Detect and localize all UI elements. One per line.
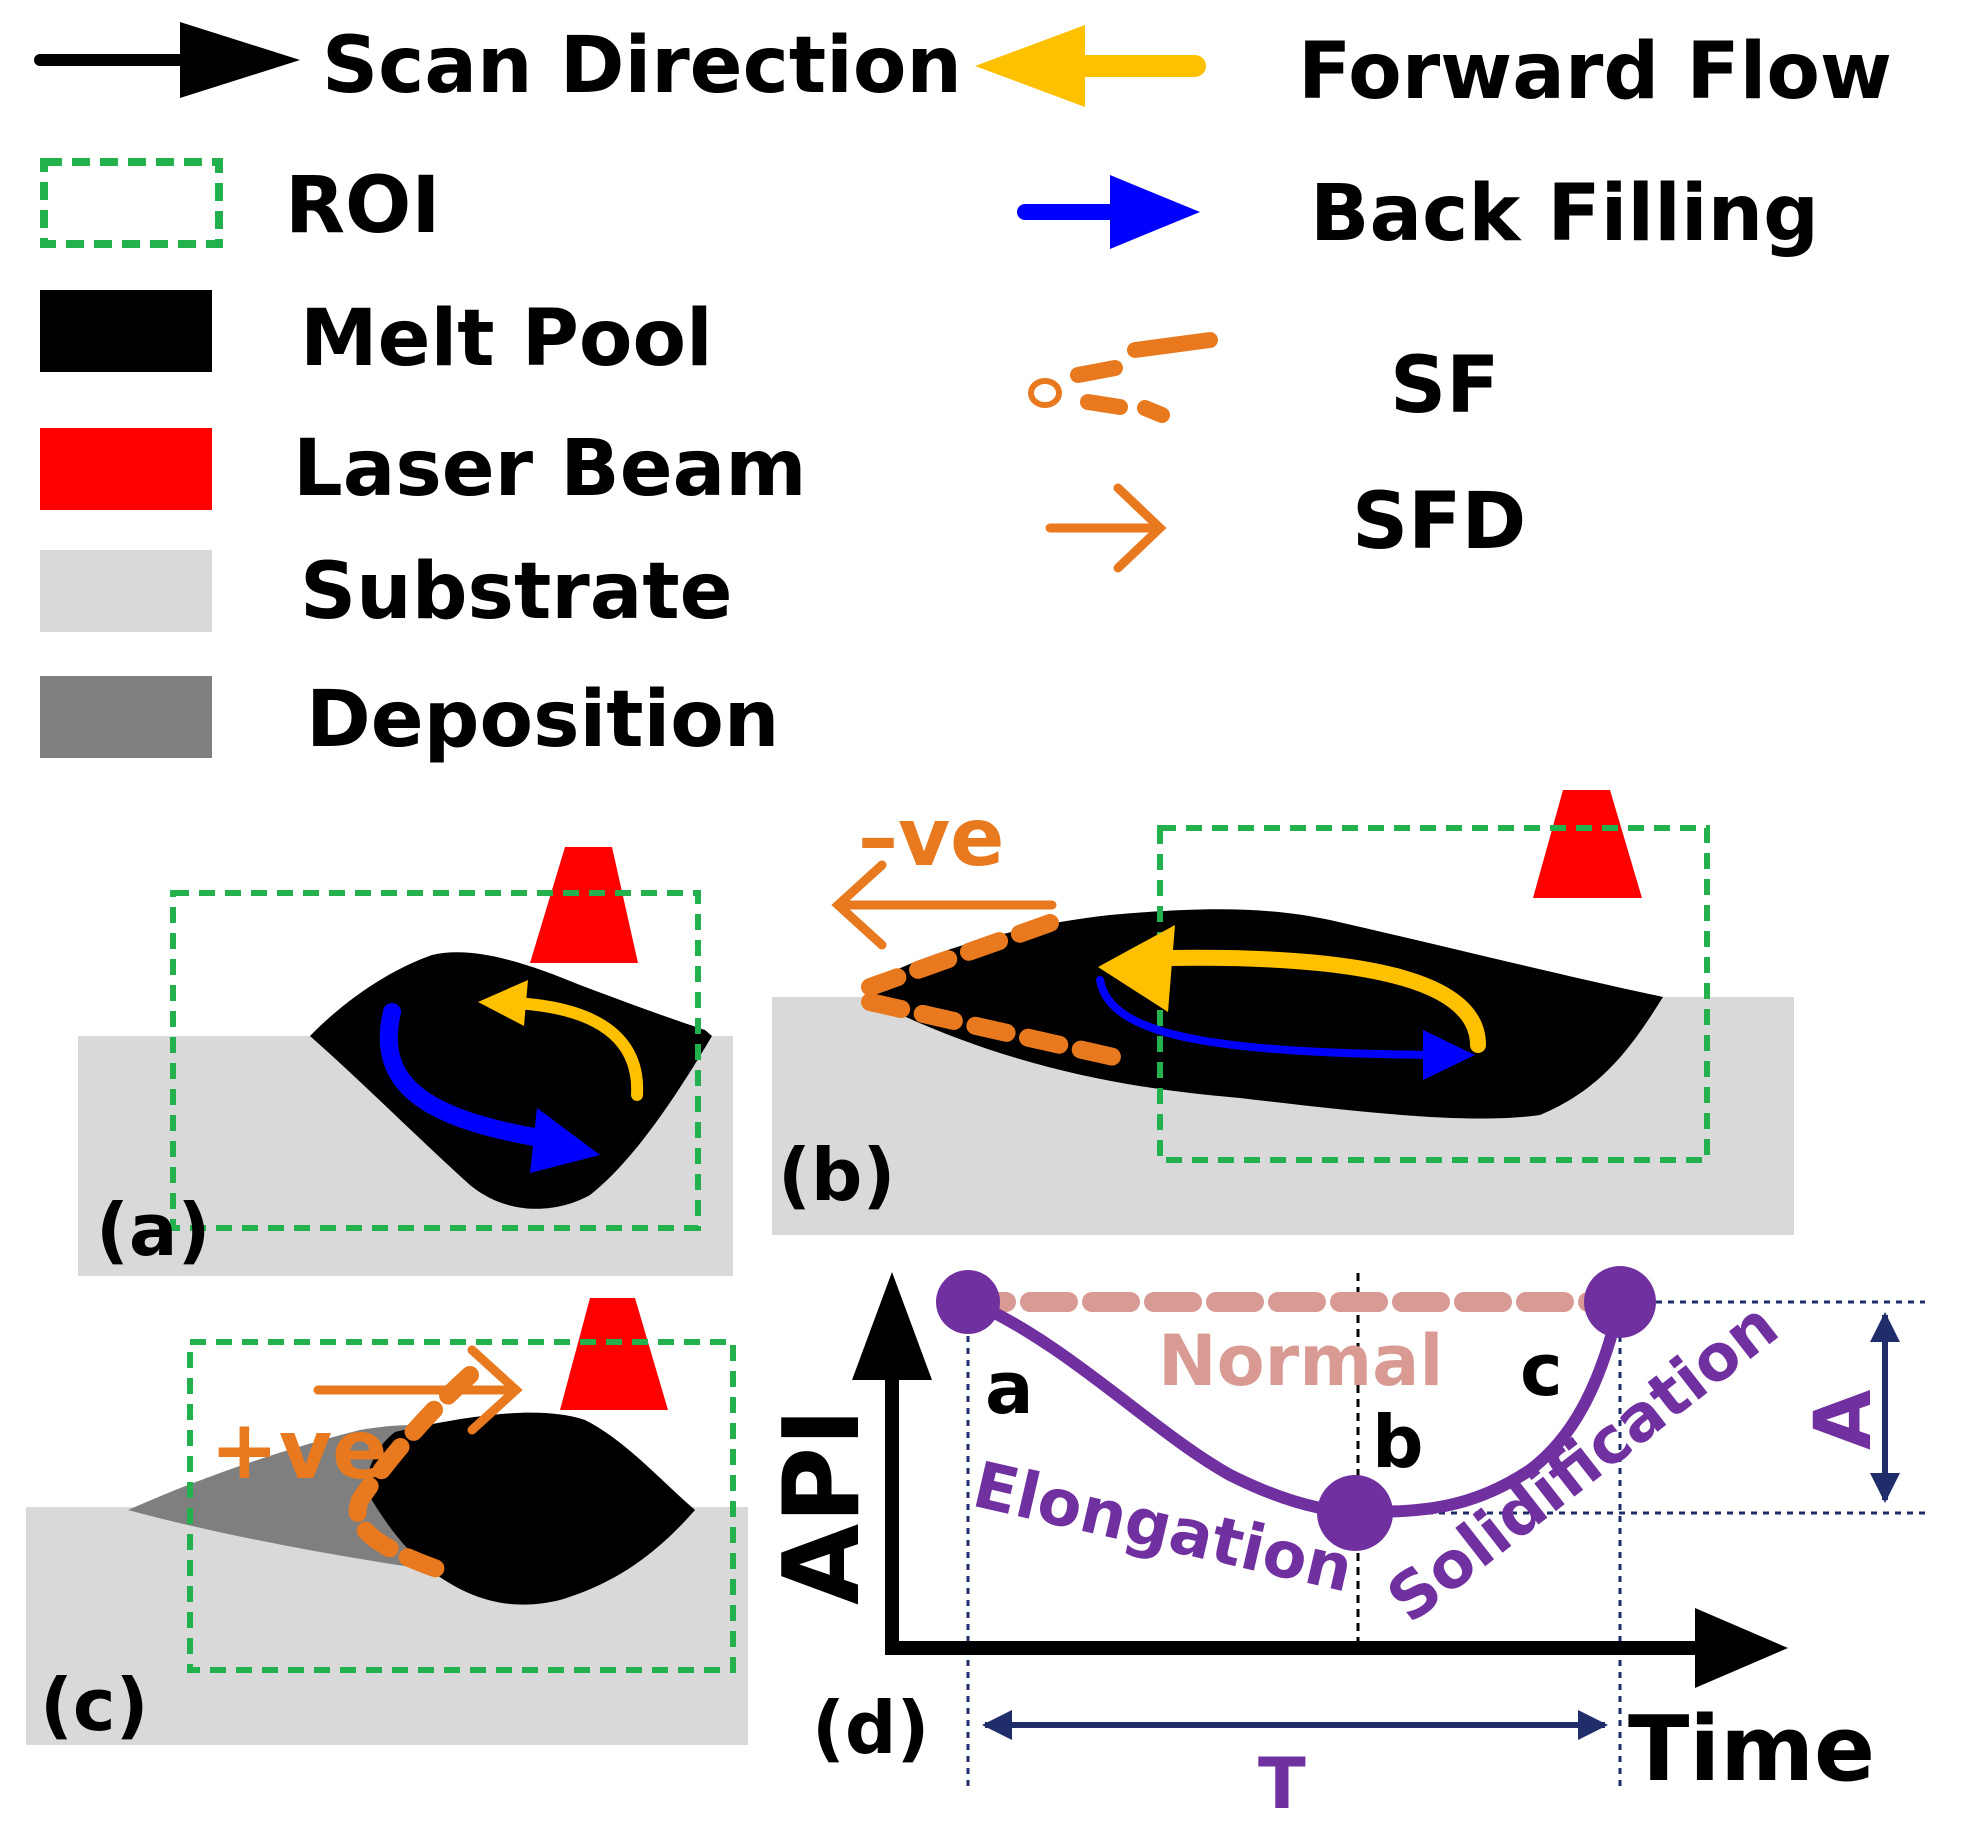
normal-label: Normal <box>1158 1320 1443 1402</box>
forward-flow-arrow <box>478 980 644 1101</box>
legend-sf-label: SF <box>1390 341 1499 431</box>
legend: Scan Direction Forward Flow ROI Back Fil… <box>34 21 1892 765</box>
api-time-axes <box>852 1272 1788 1688</box>
roi-box <box>187 1339 736 1673</box>
legend-sfd-label: SFD <box>1352 477 1526 567</box>
sf-dashes <box>861 914 1127 1067</box>
legend-deposition-label: Deposition <box>306 675 779 765</box>
positive-sfd-label: +ve <box>210 1403 388 1498</box>
melt-pool <box>365 1412 695 1605</box>
panel-a: (a) <box>78 847 733 1276</box>
laser-beam-icon <box>1533 790 1642 898</box>
point-a-marker <box>936 1270 1000 1334</box>
sf-swatch-icon <box>1028 332 1218 423</box>
legend-substrate-label: Substrate <box>300 547 733 637</box>
point-b-marker <box>1317 1475 1393 1551</box>
legend-roi-label: ROI <box>285 161 440 251</box>
forward-flow-arrow-icon <box>975 25 1206 107</box>
panel-b-label: (b) <box>778 1133 895 1217</box>
sfd-negative-arrow <box>831 860 1057 950</box>
amplitude-label: A <box>1799 1390 1889 1450</box>
y-axis-label: API <box>761 1408 883 1605</box>
panel-c-label: (c) <box>40 1663 149 1747</box>
roi-swatch-icon <box>40 158 223 248</box>
point-a-label: a <box>985 1346 1034 1430</box>
point-c-label: c <box>1520 1328 1563 1412</box>
legend-scan-direction-label: Scan Direction <box>322 21 962 111</box>
panel-d: API Time Normal a b c Elongation Solidif… <box>761 1266 1925 1825</box>
elongation-label: Elongation <box>966 1448 1359 1607</box>
roi-box <box>170 890 701 1231</box>
deposition-swatch-icon <box>40 676 212 758</box>
panel-c: +ve (c) <box>26 1298 748 1747</box>
melt-pool <box>865 909 1663 1119</box>
legend-laser-beam-label: Laser Beam <box>293 424 807 514</box>
back-filling-arrow <box>379 1003 600 1173</box>
sfd-positive-arrow <box>313 1345 523 1435</box>
point-b-label: b <box>1372 1400 1424 1484</box>
substrate-swatch-icon <box>40 550 212 632</box>
laser-beam-icon <box>530 847 638 963</box>
back-filling-arrow <box>1096 976 1475 1080</box>
sf-dashes <box>348 1366 479 1579</box>
panel-b: –ve (b) <box>772 790 1794 1235</box>
point-c-marker <box>1584 1266 1656 1338</box>
back-filling-arrow-icon <box>1017 175 1200 249</box>
period-label: T <box>1258 1743 1306 1825</box>
melt-pool-swatch-icon <box>40 290 212 372</box>
x-axis-label: Time <box>1628 1697 1875 1802</box>
laser-beam-icon <box>560 1298 668 1410</box>
sfd-arrow-icon <box>1045 483 1167 573</box>
guide-lines <box>966 1300 1925 1790</box>
legend-melt-pool-label: Melt Pool <box>300 294 713 384</box>
legend-forward-flow-label: Forward Flow <box>1298 27 1892 117</box>
scan-direction-arrow-icon <box>34 22 300 98</box>
laser-beam-swatch-icon <box>40 428 212 510</box>
panel-a-label: (a) <box>96 1188 210 1272</box>
forward-flow-arrow <box>1098 925 1486 1053</box>
negative-sfd-label: –ve <box>858 791 1004 884</box>
legend-back-filling-label: Back Filling <box>1310 169 1819 259</box>
melt-pool <box>310 952 712 1209</box>
panel-d-label: (d) <box>812 1686 929 1770</box>
